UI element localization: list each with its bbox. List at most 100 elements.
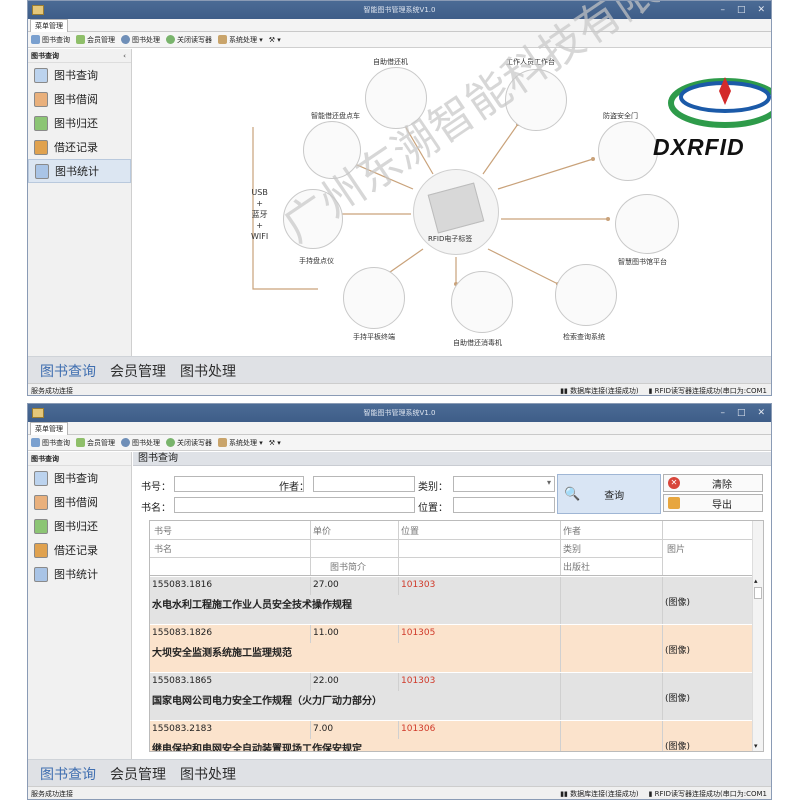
main-window-diagram: 智能图书管理系统V1.0 – □ ✕ 菜单管理 图书查询 会员管理 图书处理 关… [27,0,772,396]
collapse-icon[interactable]: ‹ [123,52,126,60]
sidebar-item-return[interactable]: 图书归还 [28,514,131,538]
toolbar-close-reader[interactable]: 关闭读写器 [166,438,212,448]
menu-tab[interactable]: 菜单管理 [30,422,68,435]
category-select[interactable]: ▾ [453,476,555,492]
search-book-icon [34,67,48,83]
cell-book-name: 国家电网公司电力安全工作规程（火力厂动力部分） [152,696,382,707]
export-icon [668,497,680,509]
menu-tab-strip: 菜单管理 [28,19,771,32]
toolbar-tools[interactable]: ⚒ ▾ [269,36,281,44]
plus-label: + [256,221,263,230]
toolbar-label: 关闭读写器 [177,438,212,447]
col-price[interactable]: 单价 [313,527,332,537]
grid-scrollbar[interactable]: ▴ ▾ [752,521,763,751]
tab-book-process[interactable]: 图书处理 [180,766,236,783]
toolbar-member[interactable]: 会员管理 [76,35,115,45]
col-category[interactable]: 类别 [563,545,582,555]
close-button[interactable]: ✕ [757,408,765,418]
book-no-label: 书号： [141,482,171,493]
sidebar-item-records[interactable]: 借还记录 [28,538,131,562]
cell-book-no: 155083.2183 [152,724,213,734]
rfid-status-text: RFID读写器连接成功(串口为:COM1 [654,790,767,798]
col-location[interactable]: 位置 [401,527,420,537]
cell-image[interactable]: (图像) [665,646,691,656]
sidebar-item-borrow[interactable]: 图书借阅 [28,490,131,514]
scroll-down-icon[interactable]: ▾ [754,742,758,750]
statistics-icon [35,163,49,179]
node-label: 智慧图书馆平台 [618,258,667,266]
toolbar-tools[interactable]: ⚒ ▾ [269,439,281,447]
status-connection: 服务成功连接 [31,387,73,395]
scroll-up-icon[interactable]: ▴ [754,577,758,585]
minimize-button[interactable]: – [720,408,725,418]
toolbar-label: 系统处理 ▾ [229,438,263,447]
tab-book-process[interactable]: 图书处理 [180,363,236,380]
location-label: 位置： [418,503,448,514]
toolbar-book-query[interactable]: 图书查询 [31,35,70,45]
search-book-icon [34,470,48,486]
search-terminal [555,264,617,326]
category-label: 类别： [418,482,448,493]
toolbar-system[interactable]: 系统处理 ▾ [218,438,263,448]
status-bar: 服务成功连接 ▮▮ 数据库连接(连接成功)▮ RFID读写器连接成功(串口为:C… [28,786,771,799]
menu-tab[interactable]: 菜单管理 [30,19,68,32]
toolbar-book-process[interactable]: 图书处理 [121,438,160,448]
db-status: ▮▮ 数据库连接(连接成功) [560,387,639,395]
inventory-cart [303,121,361,179]
query-button[interactable]: 🔍 查询 [557,474,661,514]
sidebar-item-book-query[interactable]: 图书查询 [28,466,131,490]
close-button[interactable]: ✕ [757,5,765,15]
tab-book-query[interactable]: 图书查询 [40,363,96,380]
book-name-input[interactable] [174,497,415,513]
toolbar-member[interactable]: 会员管理 [76,438,115,448]
toolbar-close-reader[interactable]: 关闭读写器 [166,35,212,45]
book-no-input[interactable] [174,476,304,492]
tab-member[interactable]: 会员管理 [110,766,166,783]
maximize-button[interactable]: □ [736,408,746,418]
scroll-thumb[interactable] [754,587,762,599]
chevron-down-icon[interactable]: ▾ [546,478,551,487]
sidebar-item-records[interactable]: 借还记录 [28,135,131,159]
cell-image[interactable]: (图像) [665,694,691,704]
author-input[interactable] [313,476,415,492]
col-author[interactable]: 作者 [563,527,582,537]
col-image[interactable]: 图片 [667,545,686,555]
export-button[interactable]: 导出 [663,494,763,512]
sidebar-item-statistics[interactable]: 图书统计 [28,562,131,586]
sidebar-header: 图书查询 [28,452,131,466]
sidebar-item-borrow[interactable]: 图书借阅 [28,87,131,111]
cell-price: 11.00 [313,628,339,638]
sidebar: 图书查询‹ 图书查询 图书借阅 图书归还 借还记录 图书统计 [28,49,132,357]
reader-icon [166,438,175,447]
cell-image[interactable]: (图像) [665,598,691,608]
minimize-button[interactable]: – [720,5,725,15]
clear-button[interactable]: ✕ 清除 [663,474,763,492]
book-query-icon [31,438,40,447]
sidebar-item-book-query[interactable]: 图书查询 [28,63,131,87]
system-icon [218,35,227,44]
tab-book-query[interactable]: 图书查询 [40,766,96,783]
cell-book-no: 155083.1816 [152,580,213,590]
sidebar-item-statistics[interactable]: 图书统计 [28,159,131,183]
sidebar-item-label: 图书借阅 [54,496,98,509]
return-icon [34,115,48,131]
cell-location: 101306 [401,724,436,734]
maximize-button[interactable]: □ [736,5,746,15]
toolbar-book-query[interactable]: 图书查询 [31,438,70,448]
sidebar-item-return[interactable]: 图书归还 [28,111,131,135]
col-book-name[interactable]: 书名 [154,545,173,555]
tab-member[interactable]: 会员管理 [110,363,166,380]
toolbar-system[interactable]: 系统处理 ▾ [218,35,263,45]
col-book-no[interactable]: 书号 [154,527,173,537]
cell-image[interactable]: (图像) [665,742,691,752]
toolbar-book-process[interactable]: 图书处理 [121,35,160,45]
col-summary[interactable]: 图书简介 [330,563,367,573]
handheld-tablet [343,267,405,329]
handheld-scanner [283,189,343,249]
location-input[interactable] [453,497,555,513]
col-publisher[interactable]: 出版社 [563,563,591,573]
